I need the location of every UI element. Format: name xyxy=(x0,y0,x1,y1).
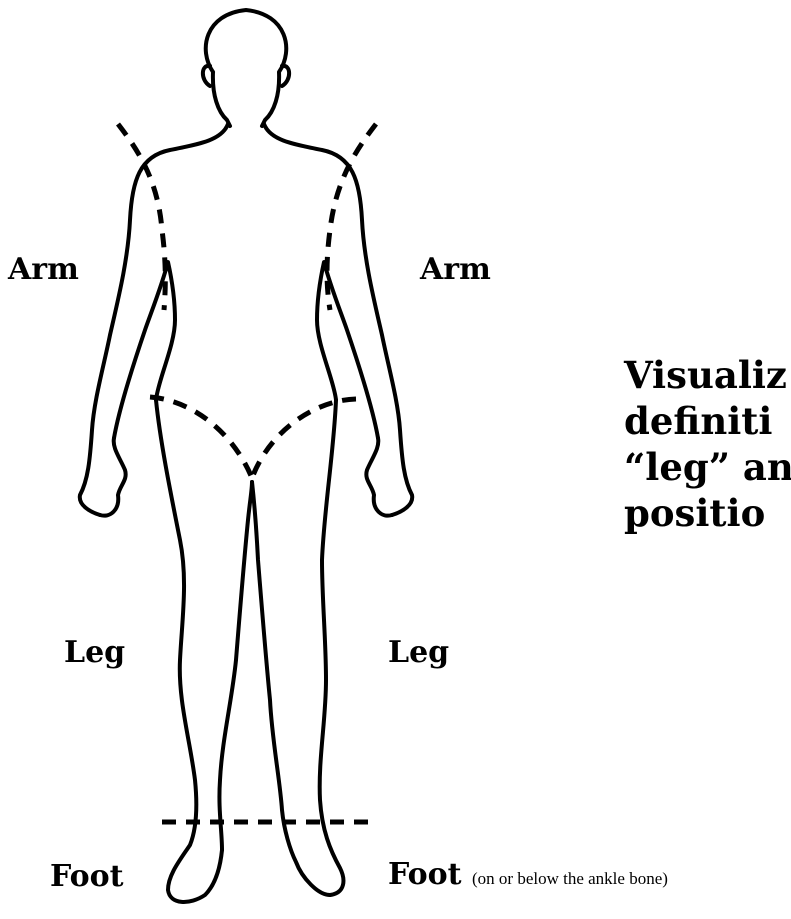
left-hand xyxy=(100,438,126,516)
title-line-3: “leg” an xyxy=(624,444,791,490)
foot-label-right-text: Foot xyxy=(388,857,462,892)
title-line-2: definiti xyxy=(624,398,791,444)
right-hip-boundary xyxy=(252,399,356,478)
arm-label-left: Arm xyxy=(8,255,79,285)
right-leg-inner xyxy=(252,482,330,895)
title-line-4: positio xyxy=(624,490,791,536)
left-leg-outer xyxy=(156,400,222,902)
right-hand xyxy=(366,438,392,516)
leg-label-right: Leg xyxy=(388,638,449,668)
foot-note: (on or below the ankle bone) xyxy=(472,869,668,888)
left-arm-outer xyxy=(80,124,228,515)
arm-label-right: Arm xyxy=(420,255,491,285)
title-line-1: Visualiz xyxy=(624,352,791,398)
diagram-title: Visualiz definiti “leg” an positio xyxy=(624,352,791,536)
head-outline xyxy=(206,10,287,126)
foot-label-right: Foot (on or below the ankle bone) xyxy=(388,860,668,890)
left-leg-inner xyxy=(219,482,252,850)
foot-label-left: Foot xyxy=(50,862,124,892)
leg-label-left: Leg xyxy=(64,638,125,668)
right-arm-outer xyxy=(264,124,412,515)
